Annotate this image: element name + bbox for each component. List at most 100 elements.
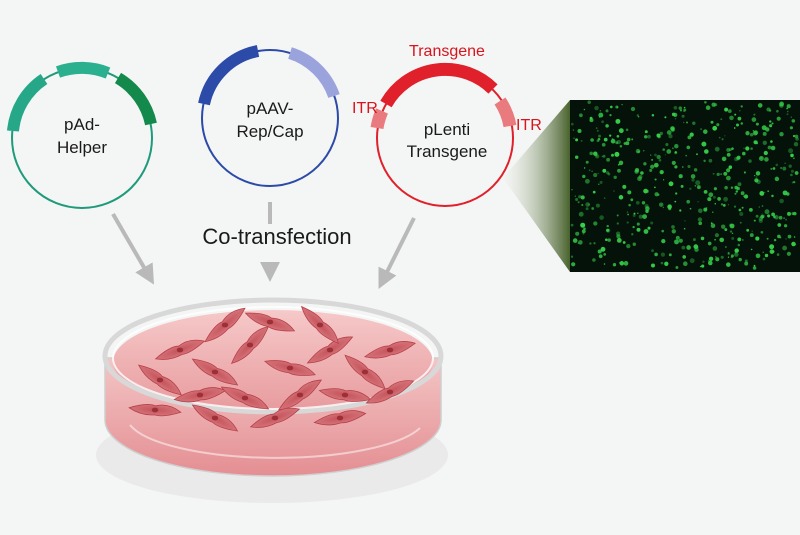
fluorescent-cell <box>572 238 578 243</box>
fluorescent-cell <box>753 113 756 116</box>
fluorescent-cell <box>720 203 724 206</box>
cotransfection-label: Co-transfection <box>202 224 351 249</box>
fluorescent-cell <box>694 185 697 187</box>
fluorescent-cell <box>726 152 731 157</box>
fluorescent-cell <box>681 114 685 118</box>
fluorescent-cell <box>673 105 678 110</box>
fluorescent-cell <box>578 195 582 199</box>
cell-culture <box>128 305 416 432</box>
fluorescent-cell <box>575 231 580 236</box>
fluorescent-cell <box>678 106 683 110</box>
fluorescent-cell <box>758 206 761 208</box>
fluorescent-cell <box>710 222 713 225</box>
fluorescent-cell <box>622 184 627 189</box>
fluorescent-cell <box>793 141 799 147</box>
fluorescent-cell <box>756 179 761 185</box>
fluorescent-cell <box>737 182 742 187</box>
fluorescent-cell <box>626 137 631 142</box>
fluorescent-cell <box>661 238 666 244</box>
fluorescent-cell <box>722 204 726 207</box>
cell-nucleus <box>336 415 344 421</box>
fluorescent-cell <box>671 160 676 165</box>
fluorescent-cell <box>724 135 726 137</box>
fluorescent-cell <box>582 174 586 179</box>
fluorescent-cell <box>660 261 664 265</box>
fluorescent-cell <box>609 113 612 117</box>
fluorescent-cell <box>616 234 621 239</box>
fluorescent-cell <box>786 113 789 116</box>
helper-label-line2: Helper <box>57 138 107 157</box>
fluorescent-cell <box>593 242 596 245</box>
fluorescent-cell <box>612 263 617 267</box>
fluorescent-cell <box>592 190 596 194</box>
fluorescent-cell <box>714 146 720 152</box>
fluorescent-cell <box>755 122 759 126</box>
fluorescent-cell <box>671 229 676 234</box>
fluorescent-cell <box>609 134 612 137</box>
fluorescent-cell <box>767 214 771 218</box>
fluorescent-cell <box>680 184 684 188</box>
fluorescent-cell <box>793 236 796 238</box>
fluorescent-cell <box>597 249 602 254</box>
itr-left-label: ITR <box>352 100 378 117</box>
fluorescent-cell <box>605 124 609 128</box>
fluorescent-cell <box>657 193 660 197</box>
fluorescent-cell <box>769 120 772 123</box>
fluorescent-cell <box>678 238 683 243</box>
fluorescent-cell <box>762 251 764 254</box>
fluorescent-cell <box>755 214 759 218</box>
fluorescent-cell <box>674 239 679 245</box>
fluorescent-cell <box>606 228 610 232</box>
fluorescent-cell <box>644 130 648 134</box>
fluorescent-cell <box>603 253 607 256</box>
fluorescent-cell <box>759 191 765 196</box>
itr-left-segment <box>370 108 389 130</box>
fluorescent-cell <box>613 175 617 179</box>
fluorescent-cell <box>693 244 699 249</box>
fluorescent-cell <box>649 168 653 172</box>
fluorescent-cell <box>752 130 758 136</box>
fluorescent-cell <box>631 138 634 141</box>
fluorescent-cell <box>758 218 763 223</box>
fluorescent-cell <box>613 190 615 192</box>
fluorescent-cell <box>575 198 579 201</box>
fluorescent-cell <box>619 261 625 266</box>
fluorescent-cell <box>662 179 665 181</box>
fluorescent-cell <box>707 241 712 246</box>
cell-nucleus <box>156 377 164 383</box>
fluorescent-cell <box>779 132 784 137</box>
fluorescent-cell <box>730 254 734 258</box>
fluorescent-cell <box>734 252 739 257</box>
fluorescent-cell <box>727 204 730 206</box>
fluorescent-cell <box>595 127 598 129</box>
fluorescent-cell <box>737 237 742 242</box>
fluorescent-cell <box>605 109 609 113</box>
fluorescent-cell <box>787 110 789 113</box>
fluorescent-cell <box>603 137 608 142</box>
fluorescent-cell <box>789 126 793 130</box>
fluorescent-cell <box>787 234 792 239</box>
fluorescent-cell <box>761 205 764 207</box>
fluorescent-cell <box>572 129 575 131</box>
transgene-title: Transgene <box>409 43 485 60</box>
fluorescent-cell <box>766 237 769 240</box>
fluorescent-cell <box>749 233 754 238</box>
fluorescent-cell <box>716 123 720 127</box>
fluorescent-cell <box>726 175 731 181</box>
plasmid-ring <box>201 49 339 187</box>
fluorescent-cell <box>635 200 640 205</box>
fluorescent-cell <box>574 155 579 159</box>
fluorescent-cell <box>659 131 664 136</box>
fluorescent-cell <box>790 173 793 177</box>
fluorescent-cell <box>788 164 792 168</box>
fluorescent-cell <box>578 240 583 245</box>
fluorescent-cell <box>684 220 686 222</box>
fluorescent-cell <box>686 145 691 150</box>
dish-inner-rim <box>112 306 434 410</box>
fluorescent-cell <box>782 166 787 171</box>
cell-nucleus <box>326 347 334 353</box>
fluorescent-cell <box>757 103 763 108</box>
fluorescent-cell <box>623 261 629 266</box>
fluorescent-cell <box>681 166 684 168</box>
fluorescent-cell <box>712 211 714 213</box>
